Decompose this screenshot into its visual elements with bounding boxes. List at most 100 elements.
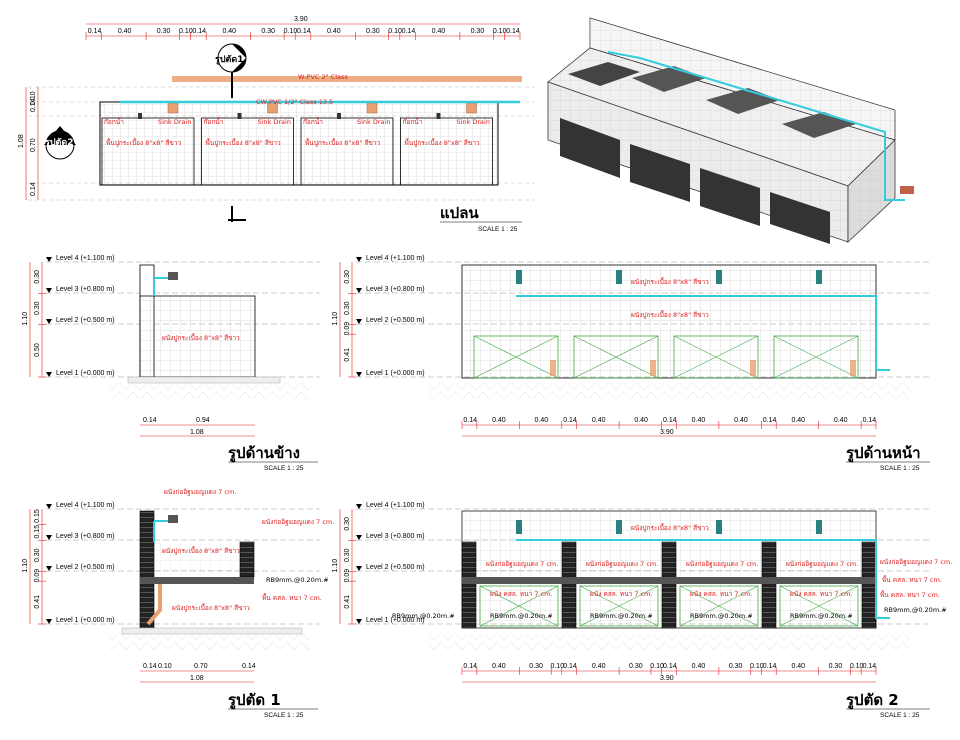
vseg-dim: 0.30 <box>344 548 351 562</box>
brick-note: ผนังก่ออิฐมอญแดง 7 cm. <box>486 560 558 568</box>
brick-pier <box>461 541 477 629</box>
vtotal-dim: 1.10 <box>22 312 29 326</box>
level-marker-icon <box>356 257 362 262</box>
level-label: Level 1 (+0.000 m) <box>366 370 425 377</box>
level-marker-icon <box>46 566 52 571</box>
faucet-label: ก๊อกน้ำ <box>303 117 323 126</box>
plan-basin <box>300 117 394 186</box>
plan-top-dim: 0.10 <box>179 28 193 35</box>
level-label: Level 2 (+0.500 m) <box>366 317 425 324</box>
plan-side-dim: 0.10 <box>30 91 37 105</box>
front-elevation: Level 4 (+1.100 m)Level 3 (+0.800 m)Leve… <box>332 255 930 472</box>
hdim: 0.30 <box>529 663 543 670</box>
brick-pier <box>661 541 677 629</box>
vseg-dim: 0.15 <box>34 509 41 523</box>
slab-note: ผนัง คสล. หนา 7 cm. <box>690 590 753 598</box>
s1-tile-note-1: ผนังปูกระเบื้อง 8"x8" สีขาว <box>162 546 240 555</box>
floor-note: พื้นปูกระเบื้อง 8"x8" สีขาว <box>206 138 281 147</box>
vseg-dim: 0.30 <box>344 270 351 284</box>
brick-note: ผนังก่ออิฐมอญแดง 7 cm. <box>686 560 758 568</box>
plan-top-dim: 0.10 <box>284 28 298 35</box>
faucet-icon <box>138 113 142 119</box>
rebar-note: RB9mm.@0.20m.# <box>790 612 853 620</box>
vseg-dim: 0.09 <box>344 322 351 336</box>
brick-pier <box>861 541 877 629</box>
plan-basin <box>400 117 493 186</box>
floor-note: พื้นปูกระเบื้อง 8"x8" สีขาว <box>405 138 480 147</box>
floor-note: พื้นปูกระเบื้อง 8"x8" สีขาว <box>305 138 380 147</box>
vseg-dim: 0.09 <box>34 569 41 583</box>
plan-top-dim: 0.40 <box>118 28 132 35</box>
faucet-icon <box>168 515 178 523</box>
level-label: Level 2 (+0.500 m) <box>366 564 425 571</box>
bay-opening <box>573 335 659 379</box>
level-marker-icon <box>356 619 362 624</box>
plan-top-dim: 0.10 <box>388 28 402 35</box>
plan-top-dim: 0.10 <box>493 28 507 35</box>
s1-hdim: 0.14 <box>143 663 157 670</box>
vseg-dim: 0.09 <box>344 569 351 583</box>
faucet-label: ก๊อกน้ำ <box>104 117 124 126</box>
hdim: 0.14 <box>763 417 777 424</box>
vseg-dim: 0.30 <box>344 517 351 531</box>
slab-note: ผนัง คสล. หนา 7 cm. <box>490 590 553 598</box>
level-marker-icon <box>46 535 52 540</box>
level-marker-icon <box>46 288 52 293</box>
rebar-note: RB9mm.@0.20m.# <box>590 612 653 620</box>
plan-top-dim: 0.40 <box>222 28 236 35</box>
section-1: Level 4 (+1.100 m)Level 3 (+0.800 m)Leve… <box>22 488 334 719</box>
front-wall-note-1: ผนังปูกระเบื้อง 8"x8" สีขาว <box>631 277 709 286</box>
plan-top-dim: 0.30 <box>157 28 171 35</box>
level-marker-icon <box>46 372 52 377</box>
level-marker-icon <box>356 319 362 324</box>
valve-icon <box>816 270 822 284</box>
plan-outline <box>99 101 499 186</box>
s2-rebar-note-left: RB9mm.@0.20m.# <box>392 612 455 620</box>
hdim: 0.40 <box>791 663 805 670</box>
plan-basin <box>101 117 195 186</box>
faucet-label: ก๊อกน้ำ <box>403 117 423 126</box>
section-2-title: รูปตัด 2 <box>846 691 899 710</box>
plan-top-dim: 0.14 <box>192 28 206 35</box>
vseg-dim: 0.41 <box>34 595 41 609</box>
hdim: 0.40 <box>692 663 706 670</box>
level-label: Level 1 (+0.000 m) <box>56 370 115 377</box>
vtotal-dim: 1.10 <box>332 312 339 326</box>
vseg-dim: 0.41 <box>344 595 351 609</box>
section-1-tag: รูปตัด1 <box>215 54 244 65</box>
plan-top-dim: 0.14 <box>402 28 416 35</box>
plan-title: แปลน <box>440 204 479 222</box>
valve-icon <box>516 270 522 284</box>
hdim: 0.14 <box>463 663 477 670</box>
vseg-dim: 0.50 <box>34 343 41 357</box>
pipe-label-waste: W-PVC 2" Class <box>298 73 348 81</box>
hdim: 0.40 <box>734 417 748 424</box>
drain-label: Sink Drain <box>258 118 291 126</box>
s1-hdim: 0.14 <box>242 663 256 670</box>
hdim: 0.14 <box>863 663 877 670</box>
plan-scale: SCALE 1 : 25 <box>478 226 518 233</box>
bay-opening <box>479 585 559 627</box>
s1-brick-note-1: ผนังก่ออิฐมอญแดง 7 cm. <box>164 488 236 496</box>
vseg-dim: 0.15 <box>34 525 41 539</box>
hdim: 0.40 <box>592 663 606 670</box>
drain-pipe <box>750 360 756 376</box>
section-1-title: รูปตัด 1 <box>228 691 281 710</box>
bay-opening <box>679 585 759 627</box>
valve-icon <box>516 520 522 534</box>
faucet-icon <box>436 113 441 119</box>
section-1-scale: SCALE 1 : 25 <box>264 712 304 719</box>
s2-slab-note: พื้น คสล. หนา 7 cm. <box>882 575 942 584</box>
front-htotal: 3.90 <box>660 429 674 436</box>
plan-side-dim: 0.70 <box>30 138 37 152</box>
pipe-label-water: CW-PVC 1/2" Class 13.5 <box>256 98 333 106</box>
section-2: Level 4 (+1.100 m)Level 3 (+0.800 m)Leve… <box>332 502 952 719</box>
brick-pier <box>761 541 777 629</box>
section-2-tag: รูปตัด2 <box>45 137 74 148</box>
hdim: 0.40 <box>692 417 706 424</box>
hdim: 0.14 <box>863 417 877 424</box>
side-hdim: 0.14 <box>143 417 157 424</box>
level-label: Level 3 (+0.800 m) <box>366 286 425 293</box>
faucet-icon <box>168 272 178 280</box>
